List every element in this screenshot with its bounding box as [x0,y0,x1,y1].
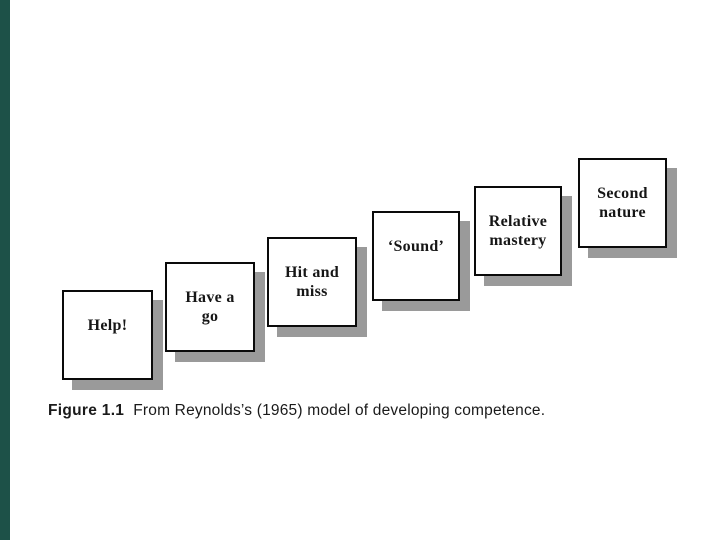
figure-caption: Figure 1.1 From Reynolds’s (1965) model o… [48,402,668,420]
step-box-have-a-go: Have a go [165,262,255,352]
step-box-second-nature: Second nature [578,158,667,248]
step-label-line: Relative [488,213,548,230]
step-label-line: mastery [489,232,547,249]
figure-caption-number: Figure 1.1 [48,402,125,419]
step-label-line: Second [597,185,648,202]
figure-caption-text: From Reynolds’s (1965) model of developi… [133,402,546,419]
step-box-relative-mastery: Relative mastery [474,186,562,276]
step-label-line: miss [296,283,328,300]
step-label-line: ‘Sound’ [387,237,445,255]
step-box-help: Help! [62,290,153,380]
accent-bar [0,0,10,540]
step-label-line: Have a [185,289,235,306]
step-label-line: Help! [87,316,128,334]
step-label-line: Hit and [284,264,340,281]
step-label-line: go [201,308,219,325]
step-box-sound: ‘Sound’ [372,211,460,301]
step-label-line: nature [599,204,646,221]
step-box-hit-and-miss: Hit and miss [267,237,357,327]
